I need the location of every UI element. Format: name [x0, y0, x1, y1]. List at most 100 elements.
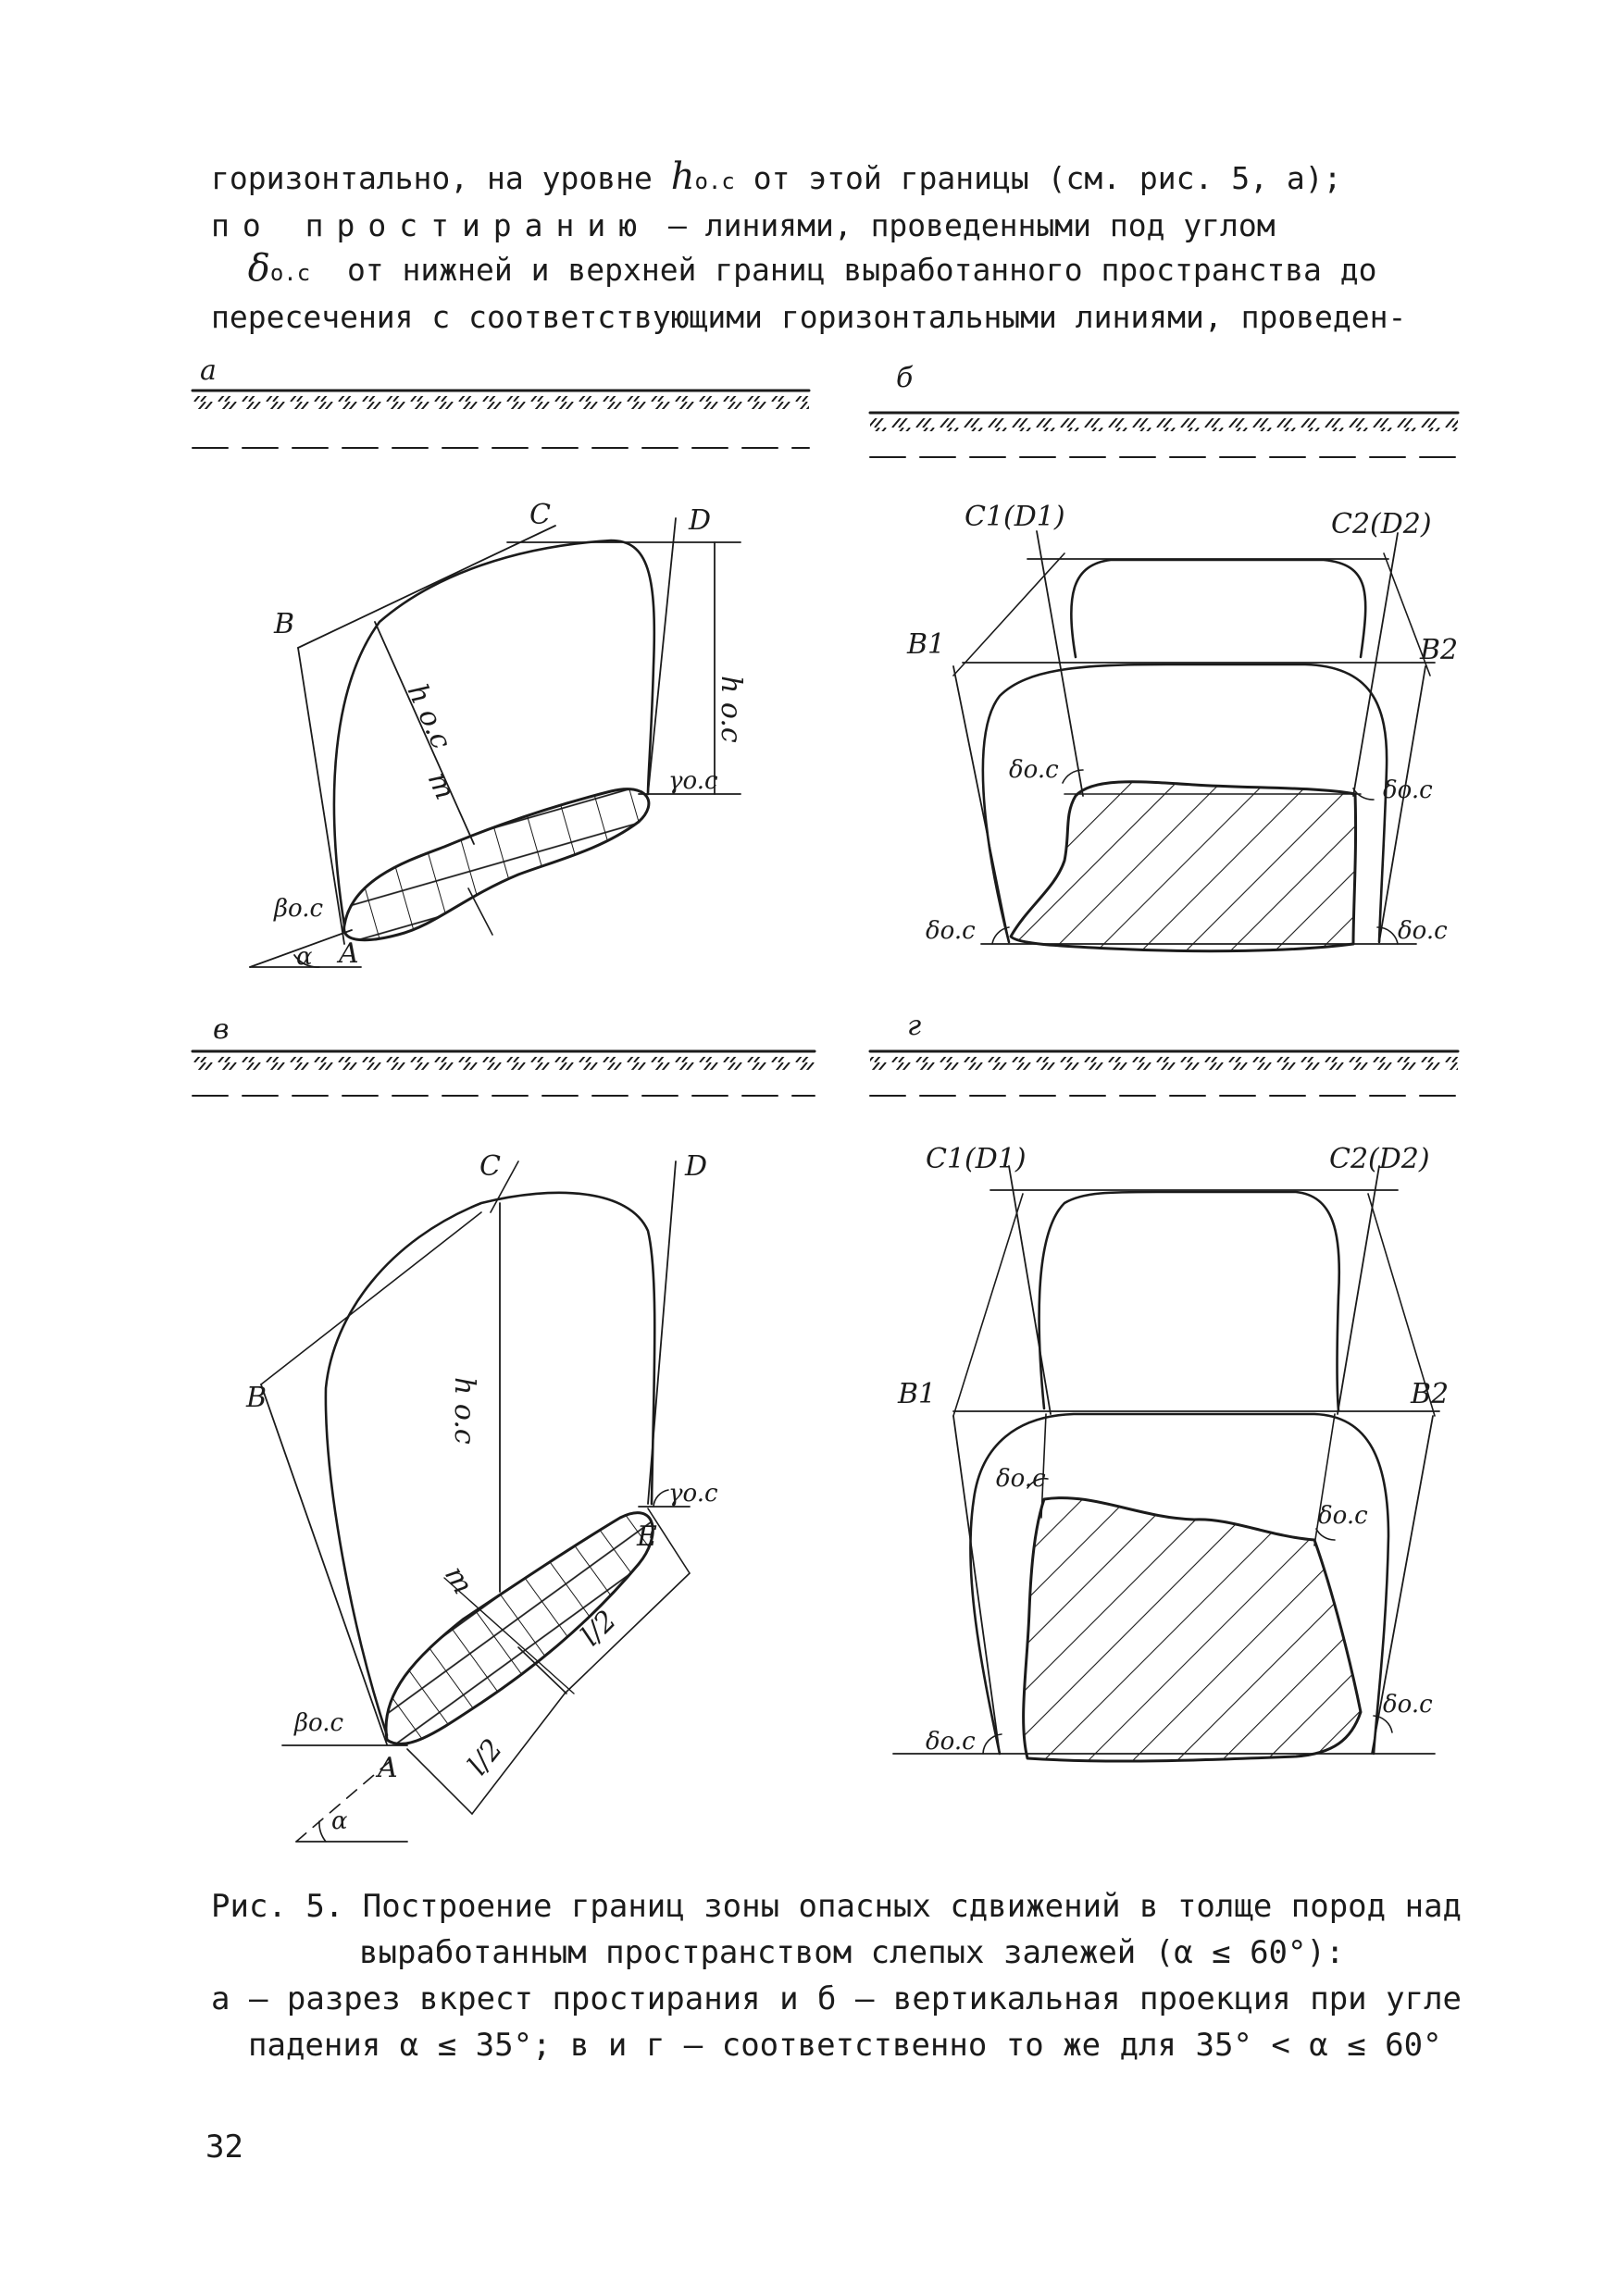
label-beta: βo.c [273, 895, 323, 923]
label-C: C [479, 1150, 501, 1183]
label-delta-ul: δo.c [996, 1465, 1046, 1493]
danger-zone-boundary [324, 1191, 656, 1737]
label-alpha: α [331, 1807, 348, 1835]
delta-arc [1373, 1715, 1393, 1733]
surface-hatching [193, 1057, 815, 1070]
dimension-l-half [471, 1693, 566, 1815]
label-h: h o.c [448, 1377, 480, 1445]
label-C2D2: C2(D2) [1329, 1143, 1430, 1175]
construction-line [1337, 1165, 1380, 1415]
label-C: C [529, 499, 551, 531]
symbol-subscript: o.c [269, 260, 311, 286]
delta-arc [1062, 769, 1084, 784]
text-fragment: горизонтально, на уровне [211, 160, 671, 196]
label-delta-ul: δo.c [1009, 756, 1059, 784]
label-delta-ll: δo.c [926, 917, 976, 945]
construction-line [1008, 1165, 1052, 1415]
label-h-left: h o.c [401, 679, 458, 754]
figure-caption: Рис. 5. Построение границ зоны опасных с… [211, 1883, 1462, 2068]
label-A: A [336, 937, 359, 970]
construction-line [1313, 1413, 1336, 1546]
ore-projection [1009, 780, 1358, 953]
label-delta-ur: δo.c [1318, 1502, 1368, 1530]
label-B1: B1 [906, 628, 945, 661]
lower-boundary [969, 1412, 1390, 1756]
dimension-l-half [564, 1572, 691, 1694]
text-line-2: по простиранию – линиями, проведенными п… [211, 204, 1451, 247]
label-C1D1: C1(D1) [965, 501, 1065, 533]
ore-body [384, 1511, 654, 1745]
panel-a [191, 389, 811, 968]
body-text: горизонтально, на уровне ho.c от этой гр… [211, 155, 1451, 339]
label-B2: B2 [1410, 1378, 1449, 1410]
label-gamma: γo.c [668, 1480, 718, 1508]
label-B2: B2 [1419, 634, 1458, 666]
surface-hatching [870, 1057, 1458, 1070]
construction-line [1371, 1415, 1434, 1755]
upper-boundary [1038, 1190, 1341, 1412]
text-fragment: от этой границы (см. рис. 5, а); [734, 160, 1342, 196]
dimension-leader [406, 1748, 473, 1815]
construction-line [260, 1384, 388, 1745]
panel-letter-b: б [896, 362, 914, 394]
ore-body [342, 788, 651, 942]
construction-line [490, 1160, 519, 1213]
dimension-line [374, 621, 475, 845]
panel-v [191, 1049, 816, 1843]
panel-b [868, 411, 1460, 953]
danger-zone-boundary [332, 539, 656, 927]
alpha-arc [293, 954, 320, 968]
panel-letter-g: г [907, 1010, 921, 1042]
surface-hatching [193, 396, 809, 409]
text-line-1: горизонтально, на уровне ho.c от этой гр… [211, 155, 1451, 204]
label-gamma: γo.c [668, 767, 718, 795]
construction-line [952, 552, 1065, 676]
delta-arc [1376, 926, 1399, 945]
ore-projection [1022, 1496, 1363, 1763]
dip-line [249, 929, 353, 968]
delta-arc [982, 1733, 1002, 1755]
construction-line [952, 665, 1010, 943]
label-m: m [421, 767, 462, 804]
construction-line [1352, 532, 1399, 797]
label-C1D1: C1(D1) [926, 1143, 1027, 1175]
label-E: E [636, 1520, 657, 1553]
label-D: D [688, 504, 711, 537]
label-alpha: α [296, 943, 313, 971]
text-fragment: – линиями, проведенными под углом [650, 207, 1276, 243]
caption-line-1: Рис. 5. Построение границ зоны опасных с… [211, 1888, 1462, 1925]
construction-line [952, 1193, 1024, 1417]
surface-hatching [870, 418, 1458, 431]
construction-line [1378, 665, 1426, 943]
delta-arc [1315, 1528, 1336, 1541]
delta-arc [1352, 788, 1375, 800]
upper-boundary [1069, 558, 1367, 659]
panel-letter-v: в [213, 1013, 229, 1046]
spaced-term: по простиранию [211, 207, 651, 243]
dimension-leader [647, 1508, 691, 1574]
alpha-arc [318, 1820, 327, 1843]
page-number: 32 [205, 2128, 243, 2166]
construction-line [647, 517, 677, 795]
label-B: B [273, 608, 294, 640]
label-delta-ur: δo.c [1383, 776, 1433, 804]
panel-g [868, 1049, 1460, 1763]
construction-line [1367, 1193, 1436, 1417]
caption-line-3: а – разрез вкрест простирания и б – верт… [211, 1980, 1462, 2017]
symbol-subscript: o.c [694, 168, 735, 194]
text-line-3: δo.c от нижней и верхней границ выработа… [211, 247, 1451, 295]
construction-line [297, 647, 345, 945]
label-C2D2: C2(D2) [1331, 508, 1432, 540]
lower-boundary [981, 663, 1388, 944]
construction-line [260, 1211, 482, 1385]
label-m: m [438, 1561, 479, 1600]
construction-line [1040, 1413, 1047, 1519]
label-B: B [245, 1382, 267, 1414]
gamma-arc [653, 1489, 669, 1508]
construction-line [297, 525, 556, 649]
label-A: A [375, 1752, 398, 1784]
construction-line [952, 1415, 1001, 1755]
construction-line [1383, 552, 1431, 676]
label-delta-lr: δo.c [1383, 1691, 1433, 1719]
